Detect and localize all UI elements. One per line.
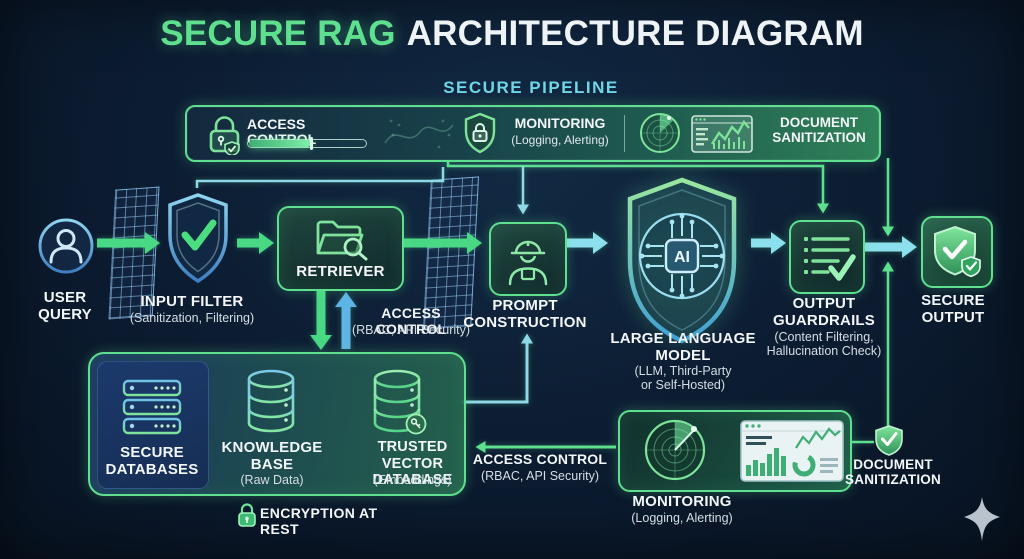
retriever-label: RETRIEVER [296, 263, 385, 280]
slider-track [247, 139, 367, 148]
shield-badge-icon [934, 225, 981, 278]
secure-output-label: SECURE OUTPUT [921, 292, 985, 327]
checklist-icon [804, 237, 856, 281]
server-stack-icon [122, 379, 182, 435]
prompt-construction-label: PROMPT CONSTRUCTION [463, 297, 587, 332]
input-filter-sub: (Sanitization, Filtering) [129, 311, 255, 325]
radar-display-icon [644, 419, 706, 481]
folder-search-icon [316, 220, 368, 261]
dashboard-screen-icon [740, 420, 844, 482]
llm-label: LARGE LANGUAGE MODEL [610, 330, 756, 365]
monitoring-node [618, 410, 852, 492]
banner-monitoring-sub: (Logging, Alerting) [511, 133, 609, 147]
ai-chip-label: AI [674, 249, 690, 266]
access-level-slider [247, 137, 367, 150]
output-guardrails-sub: (Content Filtering, Hallucination Check) [766, 330, 882, 359]
secure-output-node [921, 216, 993, 288]
wire-vectordb-to-prompt [462, 333, 533, 404]
output-guardrails-label: OUTPUT GUARDRAILS [773, 295, 875, 330]
padlock-icon [209, 116, 240, 155]
banner-monitoring-label: MONITORING [514, 115, 606, 131]
user-query-label: USER QUERY [38, 289, 92, 324]
radar-icon [640, 113, 680, 153]
secure-pipeline-banner: ACCESS CONTROL MONITORING (Logging, Aler… [185, 105, 881, 162]
retriever-node: RETRIEVER [277, 206, 404, 291]
analytics-window-icon [691, 115, 753, 153]
db-access-control-sub: (RBAC, API Security) [480, 469, 600, 483]
banner-divider [624, 115, 625, 152]
construction-worker-icon [508, 240, 548, 286]
monitoring-sub: (Logging, Alerting) [631, 511, 733, 525]
knowledge-base-label: KNOWLEDGE BASE [221, 439, 323, 474]
sanitization-shield-icon [875, 425, 903, 456]
encryption-lock-icon [238, 503, 256, 527]
retrieval-access-control-label: ACCESS CONTROL [375, 305, 447, 337]
prompt-construction-node [489, 222, 567, 296]
signal-pattern-watermark [384, 119, 454, 149]
slider-handle [310, 137, 313, 150]
title-highlight: SECURE RAG [160, 14, 396, 53]
llm-sub: (LLM, Third-Party or Self-Hosted) [634, 364, 732, 393]
ai-shield-icon: AI [627, 177, 737, 344]
retrieval-access-control-sub: (RBAC, API Security) [351, 323, 471, 337]
secure-pipeline-heading: SECURE PIPELINE [443, 78, 619, 97]
shield-lock-icon [464, 112, 496, 154]
user-icon [38, 218, 94, 274]
banner-document-sanitization-label: DOCUMENT SANITIZATION [772, 115, 866, 145]
page-title: SECURE RAG ARCHITECTURE DIAGRAM [0, 14, 1024, 54]
sparkle-icon [964, 497, 1000, 541]
shield-check-icon [168, 193, 228, 284]
document-sanitization-label: DOCUMENT SANITIZATION [845, 457, 941, 488]
db-access-control-label: ACCESS CONTROL [472, 451, 608, 467]
wire-filter-to-rail [195, 167, 445, 188]
database-icon [247, 369, 295, 433]
secure-databases-panel [97, 361, 209, 489]
monitoring-label: MONITORING [632, 493, 732, 510]
secure-databases-node: SECURE DATABASES KNOWLEDGE BASE (Raw Dat… [88, 352, 466, 496]
encryption-at-rest-label: ENCRYPTION AT REST [260, 505, 378, 537]
title-rest: ARCHITECTURE DIAGRAM [406, 14, 864, 53]
trusted-vector-database-label: TRUSTED VECTOR DATABASE [372, 439, 453, 489]
database-key-icon [373, 369, 427, 435]
knowledge-base-sub: (Raw Data) [240, 473, 304, 487]
output-guardrails-node [789, 220, 865, 294]
secure-databases-label: SECURE DATABASES [105, 444, 199, 479]
slider-fill [249, 140, 311, 147]
input-filter-label: INPUT FILTER [140, 293, 244, 310]
trusted-vector-database-sub: (Embeddings) [373, 473, 452, 487]
